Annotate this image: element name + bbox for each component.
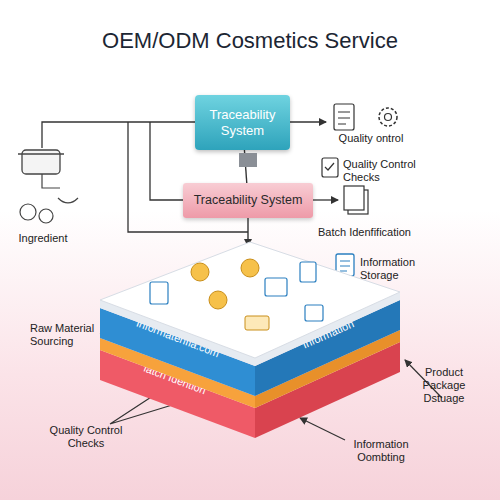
annotation-label: Quality Control Checks xyxy=(40,424,132,450)
clipboard-icon xyxy=(334,104,354,130)
clipboard-lines xyxy=(338,112,350,124)
flow-line xyxy=(42,122,195,148)
pot-rim xyxy=(18,153,64,154)
annotation-label: Raw Material Sourcing xyxy=(30,322,102,348)
coin-icon xyxy=(209,291,227,309)
diagram-title: OEM/ODM Cosmetics Service xyxy=(0,28,500,54)
document-icon xyxy=(150,282,168,304)
batch-icon xyxy=(344,186,364,210)
coin-icon xyxy=(191,263,209,281)
tag-icon xyxy=(245,316,269,330)
node-label: Traceability System xyxy=(195,107,290,139)
annotation-label: Quality Control Checks xyxy=(343,158,435,184)
flow-arrow xyxy=(247,218,248,246)
flask-icon xyxy=(20,204,36,220)
gear-icon xyxy=(379,108,397,126)
node-label: Traceability System xyxy=(194,193,303,208)
bowl-icon xyxy=(58,198,78,203)
process-box: Traceability System xyxy=(195,95,290,150)
band-face xyxy=(255,342,400,438)
flow-arrow xyxy=(290,121,326,122)
flask-icon xyxy=(39,209,53,223)
leader-line xyxy=(300,418,345,440)
document-icon xyxy=(300,262,316,282)
annotation-label: Ingredient xyxy=(8,232,78,245)
annotation-label: Information Storage xyxy=(360,256,432,282)
flow-arrow xyxy=(313,199,338,200)
band-face xyxy=(100,350,255,438)
report-icon xyxy=(265,278,287,296)
annotation-label: Batch Idenfification xyxy=(318,226,443,239)
process-box: Traceability System xyxy=(183,183,313,218)
box-icon xyxy=(305,305,323,321)
storage-lines xyxy=(340,261,350,271)
flow-line xyxy=(150,122,183,200)
connector-block xyxy=(239,153,257,167)
coin-icon xyxy=(241,259,259,277)
connector-line xyxy=(244,150,246,183)
check-icon xyxy=(322,158,338,177)
annotation-label: Information Oombting xyxy=(340,438,422,464)
gear-hub xyxy=(385,114,392,121)
annotation-label: Quality ontrol xyxy=(326,132,416,145)
ingredient-line xyxy=(42,174,60,188)
annotation-label: Product Package Dstuage xyxy=(408,366,480,405)
check-mark xyxy=(325,163,334,170)
